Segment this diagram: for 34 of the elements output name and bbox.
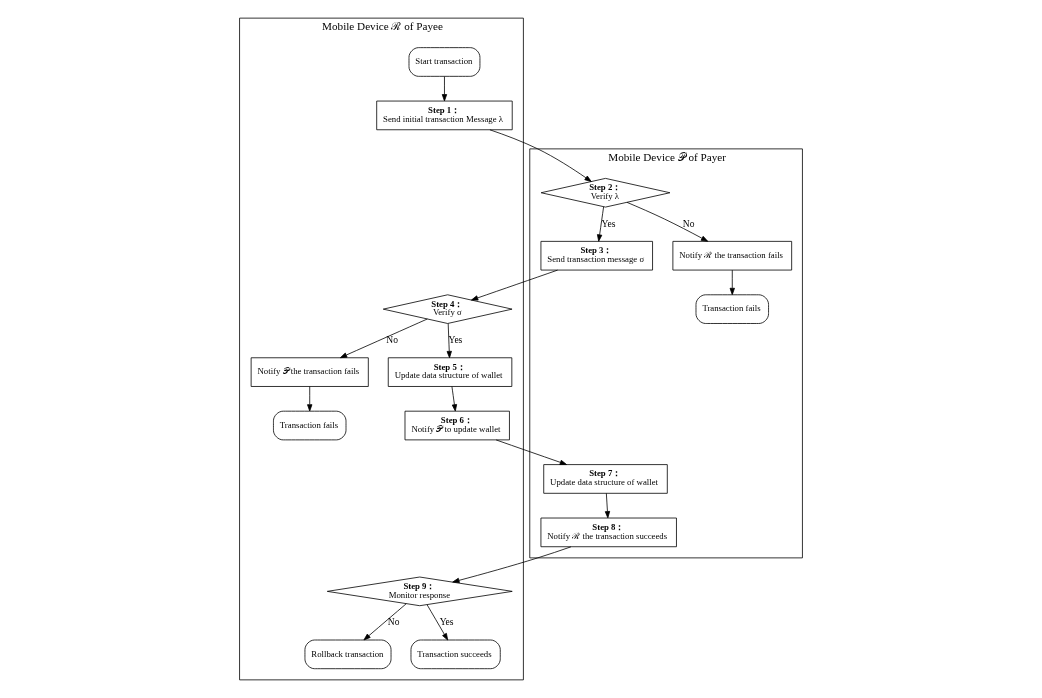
arrow bbox=[471, 269, 558, 301]
edge-label: No bbox=[386, 334, 398, 346]
arrow bbox=[489, 129, 592, 182]
node-diamond: Step 2： Verify λ bbox=[540, 178, 671, 208]
arrow bbox=[441, 76, 448, 102]
arrow bbox=[604, 492, 611, 519]
node-box: Transaction fails bbox=[695, 294, 769, 324]
node-box: Rollback transaction bbox=[304, 639, 392, 670]
edge-label: Yes bbox=[601, 217, 616, 229]
arrow bbox=[307, 386, 313, 412]
arrow bbox=[626, 201, 709, 242]
arrow bbox=[597, 206, 604, 242]
node-box: Transaction fails bbox=[273, 410, 347, 441]
node-box: Step 6： Notify 𝒫 to update wallet bbox=[404, 410, 510, 441]
arrow bbox=[426, 604, 449, 641]
arrow bbox=[495, 439, 567, 465]
arrow bbox=[446, 323, 452, 359]
node-box: Notify ℛ the transaction fails bbox=[672, 240, 793, 271]
edge-label: No bbox=[387, 616, 400, 628]
arrow bbox=[363, 603, 407, 641]
arrow bbox=[451, 386, 458, 412]
node-box: Start transaction bbox=[408, 47, 481, 77]
node-box: Step 5： Update data structure of wallet bbox=[387, 357, 513, 387]
edge-label: Yes bbox=[448, 334, 463, 346]
edge-label: Yes bbox=[439, 616, 454, 628]
node-box: Step 7： Update data structure of wallet bbox=[543, 464, 668, 494]
node-box: Step 1： Send initial transaction Message λ bbox=[376, 100, 513, 131]
arrow bbox=[729, 269, 735, 296]
node-box: Transaction succeeds bbox=[410, 639, 501, 670]
node-box: Step 8： Notify ℛ the transaction succeeds bbox=[540, 517, 677, 548]
node-box: Step 3： Send transaction message σ bbox=[540, 240, 653, 271]
edge-label: No bbox=[682, 217, 695, 229]
arrow bbox=[339, 318, 428, 359]
node-box: Notify 𝒫 the transaction fails bbox=[250, 357, 369, 387]
